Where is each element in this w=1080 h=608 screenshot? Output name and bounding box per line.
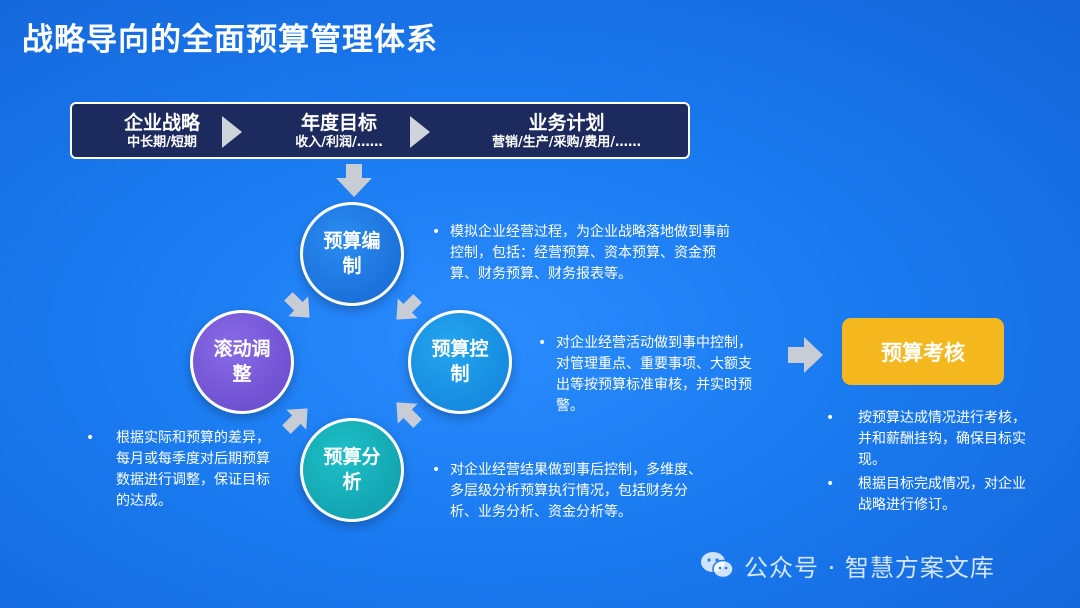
- node-label: 预算分析: [323, 446, 381, 493]
- rolling-adjustment-node: 滚动调整: [190, 310, 294, 414]
- bullet-icon: •: [432, 462, 441, 478]
- node-label: 预算编制: [323, 230, 381, 277]
- arrow-down-left-icon: [396, 402, 422, 428]
- triangle-right-icon: [222, 116, 242, 148]
- stage-enterprise-strategy: 企业战略 中长期/短期: [92, 112, 232, 152]
- budget-preparation-node: 预算编制: [300, 202, 404, 306]
- wechat-icon: [701, 552, 734, 579]
- page-title: 战略导向的全面预算管理体系: [22, 22, 438, 58]
- watermark: 公众号 · 智慧方案文库: [700, 548, 995, 582]
- stage-main-label: 业务计划: [528, 112, 605, 134]
- strategy-flow-bar: 企业战略 中长期/短期 年度目标 收入/利润/…… 业务计划 营销/生产/采购/…: [70, 102, 690, 159]
- stage-annual-target: 年度目标 收入/利润/……: [264, 112, 414, 152]
- arrow-down-right-icon: [396, 294, 422, 320]
- rolling-adjustment-description: • 根据实际和预算的差异，每月或每季度对后期预算数据进行调整，保证目标的达成。: [86, 428, 281, 512]
- bullet-icon: •: [432, 224, 441, 240]
- arrow-up-left-icon: [282, 408, 308, 434]
- bullet-icon: •: [826, 476, 835, 492]
- budget-control-description: • 对企业经营活动做到事中控制，对管理重点、重要事项、大额支出等按预算标准审核，…: [538, 333, 756, 417]
- stage-sub-label: 中长期/短期: [127, 135, 197, 150]
- assessment-list: • 按预算达成情况进行考核，并和薪酬挂钩，确保目标实现。 • 根据目标完成情况，…: [826, 408, 1033, 519]
- down-arrow-icon: [336, 164, 372, 197]
- bullet-icon: •: [826, 410, 835, 426]
- list-item-text: 按预算达成情况进行考核，并和薪酬挂钩，确保目标实现。: [858, 410, 1026, 468]
- stage-main-label: 企业战略: [123, 112, 200, 134]
- budget-control-node: 预算控制: [408, 310, 512, 414]
- bullet-icon: •: [86, 430, 95, 446]
- stage-main-label: 年度目标: [300, 112, 377, 134]
- list-item-text: 根据目标完成情况，对企业战略进行修订。: [858, 476, 1026, 513]
- budget-analysis-description: • 对企业经营结果做到事后控制，多维度、多层级分析预算执行情况，包括财务分析、业…: [432, 460, 710, 523]
- watermark-text: 公众号 · 智慧方案文库: [744, 553, 995, 582]
- description-text: 对企业经营结果做到事后控制，多维度、多层级分析预算执行情况，包括财务分析、业务分…: [450, 462, 702, 520]
- description-text: 模拟企业经营过程，为企业战略落地做到事前控制，包括：经营预算、资本预算、资金预算…: [450, 224, 730, 282]
- list-item: • 根据目标完成情况，对企业战略进行修订。: [826, 474, 1033, 516]
- assessment-label: 预算考核: [881, 340, 965, 365]
- stage-sub-label: 收入/利润/……: [295, 135, 383, 150]
- stage-business-plan: 业务计划 营销/生产/采购/费用/……: [464, 112, 669, 152]
- triangle-right-icon: [410, 116, 430, 148]
- description-text: 根据实际和预算的差异，每月或每季度对后期预算数据进行调整，保证目标的达成。: [116, 430, 270, 509]
- stage-sub-label: 营销/生产/采购/费用/……: [492, 135, 641, 150]
- budget-analysis-node: 预算分析: [300, 418, 404, 522]
- right-arrow-icon: [788, 337, 823, 373]
- bullet-icon: •: [538, 335, 547, 351]
- description-text: 对企业经营活动做到事中控制，对管理重点、重要事项、大额支出等按预算标准审核，并实…: [556, 335, 752, 414]
- arrow-up-right-icon: [284, 292, 310, 318]
- budget-preparation-description: • 模拟企业经营过程，为企业战略落地做到事前控制，包括：经营预算、资本预算、资金…: [432, 222, 740, 285]
- node-label: 滚动调整: [213, 338, 271, 385]
- node-label: 预算控制: [431, 338, 489, 385]
- budget-assessment-box: 预算考核: [842, 318, 1004, 385]
- list-item: • 按预算达成情况进行考核，并和薪酬挂钩，确保目标实现。: [826, 408, 1033, 471]
